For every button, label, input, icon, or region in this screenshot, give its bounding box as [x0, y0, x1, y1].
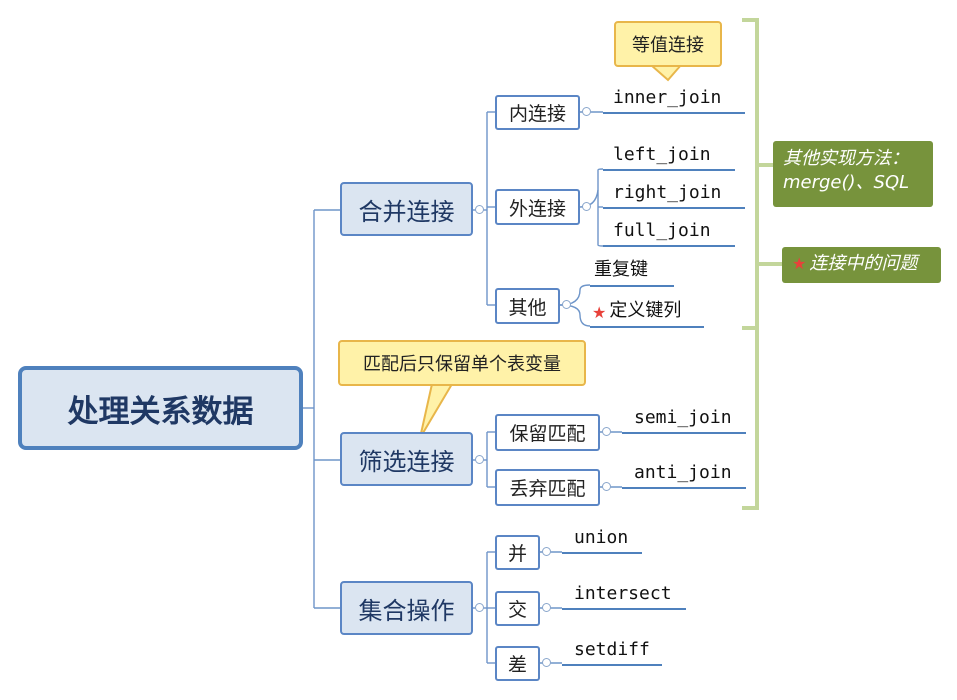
note-join-issues: ★连接中的问题: [782, 247, 941, 283]
collapse-circle-icon[interactable]: [542, 547, 551, 556]
node-merge-join[interactable]: 合并连接: [340, 182, 473, 236]
note-other-methods-line1: 其他实现方法：: [783, 148, 909, 169]
collapse-circle-icon[interactable]: [542, 603, 551, 612]
leaf-intersect[interactable]: intersect: [562, 578, 686, 610]
collapse-circle-icon[interactable]: [582, 107, 591, 116]
node-outer-join[interactable]: 外连接: [495, 189, 580, 225]
collapse-circle-icon[interactable]: [562, 300, 571, 309]
leaf-define-key-columns-label: 定义键列: [609, 300, 682, 321]
leaf-inner-join[interactable]: inner_join: [603, 82, 745, 114]
leaf-anti-join[interactable]: anti_join: [622, 457, 746, 489]
node-inner-join[interactable]: 内连接: [495, 95, 580, 130]
note-join-issues-label: 连接中的问题: [809, 253, 918, 274]
leaf-union[interactable]: union: [562, 522, 642, 554]
note-other-methods: 其他实现方法： merge()、SQL: [773, 141, 933, 207]
leaf-define-key-columns[interactable]: ★定义键列: [590, 296, 704, 328]
node-diff[interactable]: 差: [495, 646, 540, 681]
callout-filter-note: 匹配后只保留单个表变量: [338, 340, 586, 386]
node-drop-match[interactable]: 丢弃匹配: [495, 469, 600, 506]
node-other[interactable]: 其他: [495, 288, 560, 324]
star-icon: ★: [792, 254, 807, 273]
node-keep-match[interactable]: 保留匹配: [495, 414, 600, 451]
star-icon: ★: [592, 303, 607, 322]
node-union[interactable]: 并: [495, 535, 540, 570]
leaf-full-join[interactable]: full_join: [603, 215, 735, 247]
collapse-circle-icon[interactable]: [475, 603, 484, 612]
collapse-circle-icon[interactable]: [602, 482, 611, 491]
leaf-left-join[interactable]: left_join: [603, 139, 735, 171]
note-other-methods-line2: merge()、SQL: [783, 172, 910, 193]
node-filter-join[interactable]: 筛选连接: [340, 432, 473, 486]
collapse-circle-icon[interactable]: [582, 202, 591, 211]
callout-pointer-inner: [650, 64, 682, 82]
leaf-semi-join[interactable]: semi_join: [622, 402, 746, 434]
collapse-circle-icon[interactable]: [542, 658, 551, 667]
root-node[interactable]: 处理关系数据: [18, 366, 303, 450]
collapse-circle-icon[interactable]: [475, 205, 484, 214]
leaf-duplicate-keys[interactable]: 重复键: [590, 255, 674, 287]
node-intersect[interactable]: 交: [495, 591, 540, 626]
collapse-circle-icon[interactable]: [475, 455, 484, 464]
collapse-circle-icon[interactable]: [602, 427, 611, 436]
leaf-setdiff[interactable]: setdiff: [562, 634, 662, 666]
leaf-right-join[interactable]: right_join: [603, 177, 745, 209]
callout-equi-join: 等值连接: [614, 21, 722, 67]
callout-pointer-filter: [419, 383, 453, 439]
group-bracket: [742, 18, 782, 510]
node-set-operations[interactable]: 集合操作: [340, 581, 473, 635]
